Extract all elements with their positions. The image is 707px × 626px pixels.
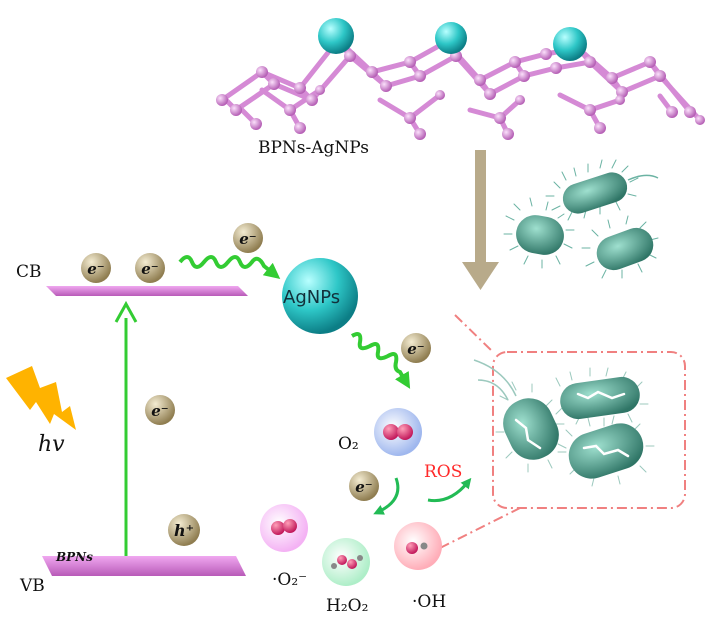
ros-curved-arrows [373,477,472,515]
electron-glyph: e⁻ [239,230,256,248]
hole-bead [168,514,200,546]
electron-glyph: e⁻ [87,260,104,278]
agnp-central-sphere [282,258,358,334]
excitation-arrow [114,300,138,556]
hole-glyph: h⁺ [174,521,194,540]
wavy-arrow-agnps-to-o2 [350,332,411,389]
electron-glyph: e⁻ [355,478,372,496]
electron-glyph: e⁻ [407,340,424,358]
damaged-bacteria [473,359,655,487]
electron-glyph: e⁻ [151,402,168,420]
superoxide-molecule [260,504,308,552]
h2o2-molecule [322,538,370,586]
bpns-band-label: BPNs [56,550,93,564]
bp-lattice-structure [216,34,705,140]
o2-molecule [374,408,422,456]
hydroxyl-label: ·OH [412,592,447,612]
agnps-label: AgNPs [283,287,341,308]
healthy-bacteria [503,159,659,279]
structure-label: BPNs-AgNPs [258,138,370,158]
valence-band [42,556,246,576]
wavy-arrow-cb-to-agnps [178,255,281,279]
lightning-bolt-icon [6,366,76,430]
ros-label: ROS [424,462,463,482]
electron-beads [81,223,431,501]
ag-nanoparticle-spheres [318,18,587,61]
h2o2-label: H₂O₂ [326,596,369,616]
electron-glyph: e⁻ [141,260,158,278]
superoxide-label: ·O₂⁻ [272,570,308,590]
down-arrow [462,150,499,290]
vb-label: VB [20,576,45,596]
damaged-bacteria-box [439,314,686,549]
hydroxyl-molecule [394,522,442,570]
o2-label: O₂ [338,434,359,454]
cb-label: CB [16,262,42,282]
light-energy-label: hv [38,432,65,457]
conduction-band [46,286,248,296]
